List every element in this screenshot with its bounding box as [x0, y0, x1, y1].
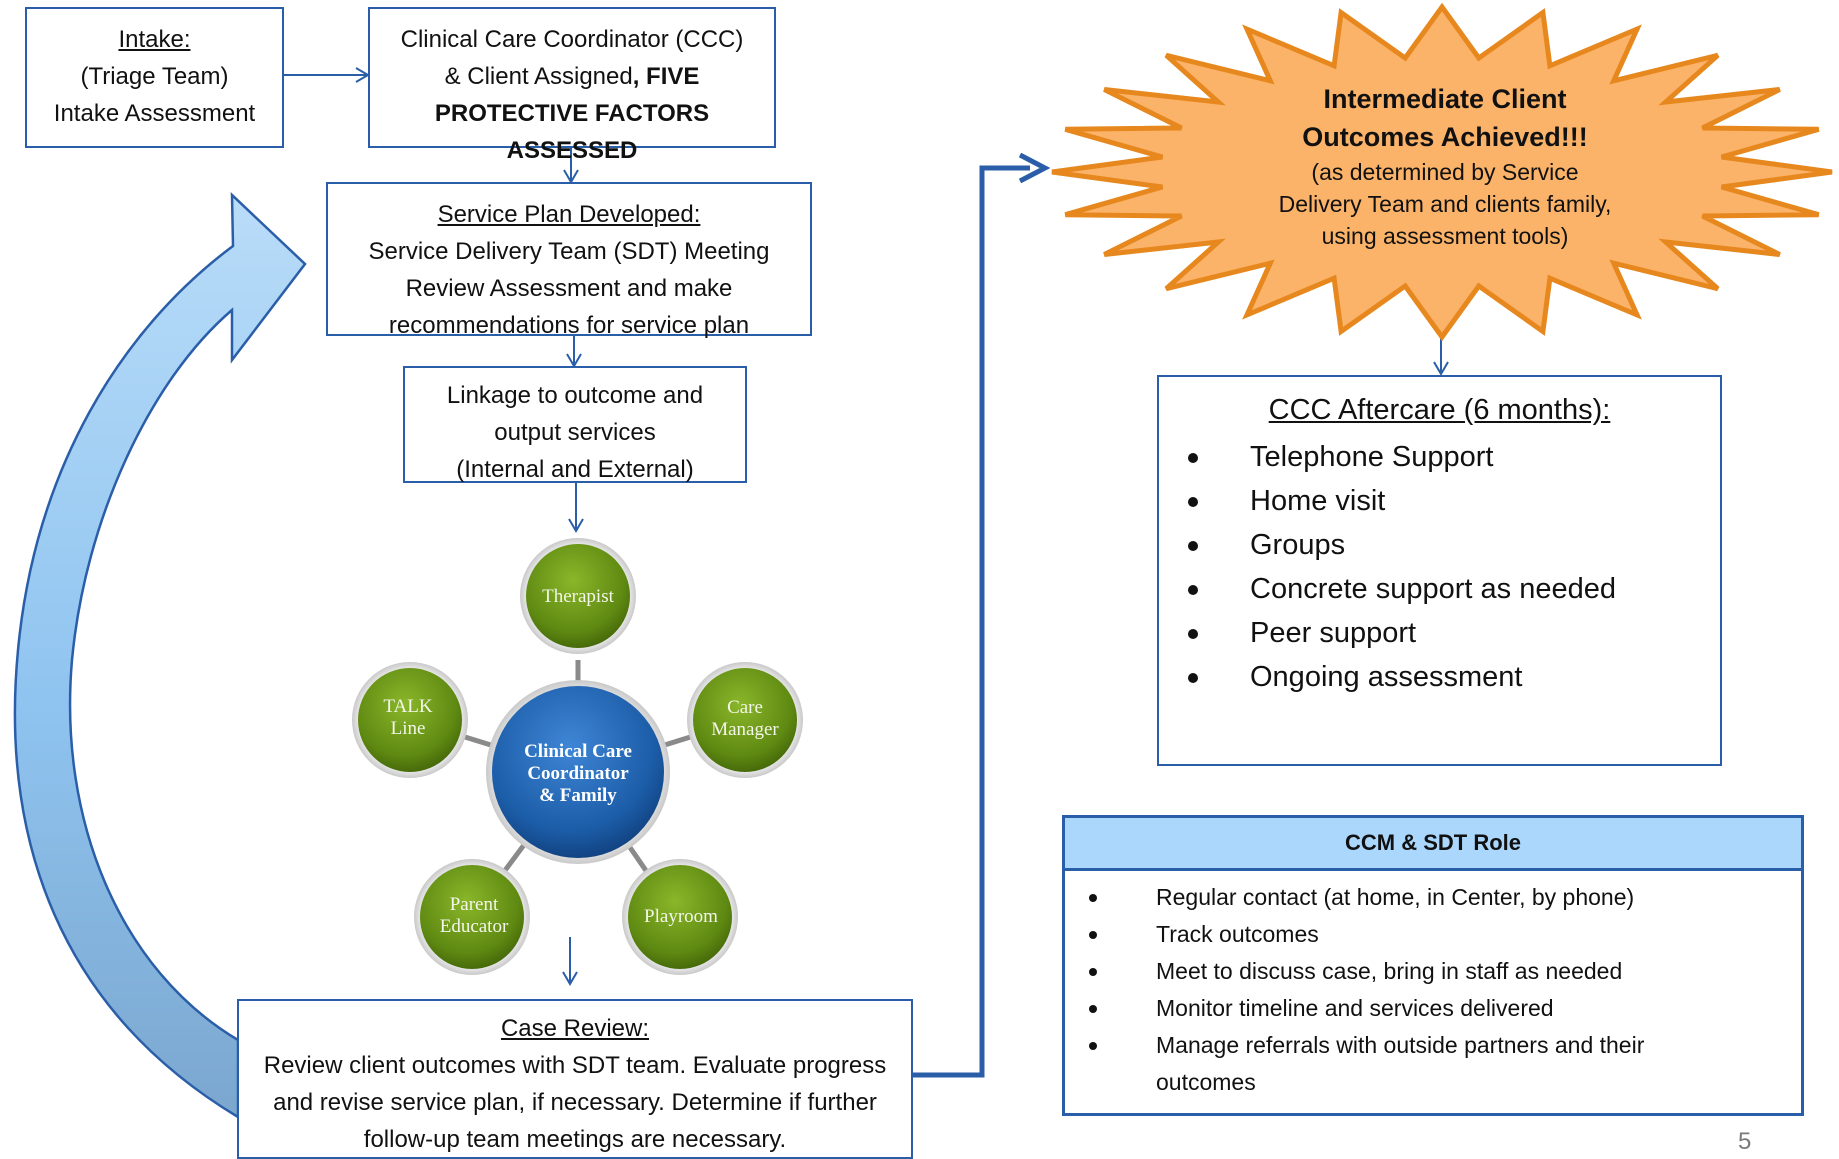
- arrow-intake-to-ccc: [284, 67, 370, 83]
- ccc-line-2: & Client Assigned, FIVE: [444, 63, 700, 90]
- intake-box: Intake: (Triage Team) Intake Assessment: [25, 7, 284, 148]
- role-list: Regular contact (at home, in Center, by …: [1065, 879, 1801, 1101]
- role-item: Monitor timeline and services delivered: [1065, 990, 1801, 1027]
- case-review-line-2: and revise service plan, if necessary. D…: [273, 1089, 877, 1116]
- outcomes-text: Intermediate Client Outcomes Achieved!!!…: [1195, 80, 1695, 252]
- aftercare-list: Telephone Support Home visit Groups Conc…: [1159, 435, 1720, 699]
- arrow-linkage-to-team: [568, 483, 584, 533]
- role-header: CCM & SDT Role: [1065, 818, 1801, 871]
- arrow-review-to-outcomes: [913, 152, 1051, 1078]
- intake-title: Intake:: [118, 26, 191, 53]
- feedback-loop-arrow: [13, 192, 307, 1120]
- service-plan-line-2: Review Assessment and make: [405, 275, 733, 302]
- outcomes-starburst: [1051, 2, 1833, 342]
- outcomes-line-1: (as determined by Service: [1311, 159, 1579, 185]
- outcomes-title-2: Outcomes Achieved!!!: [1302, 122, 1588, 152]
- service-plan-title: Service Plan Developed:: [437, 201, 701, 228]
- role-item: Meet to discuss case, bring in staff as …: [1065, 953, 1801, 990]
- intake-line-2: Intake Assessment: [53, 100, 256, 127]
- linkage-line-1: Linkage to outcome and: [446, 382, 704, 409]
- team-circles: [352, 538, 803, 975]
- aftercare-item: Home visit: [1159, 479, 1720, 523]
- linkage-line-2: output services: [494, 419, 656, 446]
- outcomes-title-1: Intermediate Client: [1323, 84, 1567, 114]
- linkage-line-3: (Internal and External): [456, 456, 694, 483]
- case-review-box: Case Review: Review client outcomes with…: [237, 999, 913, 1159]
- aftercare-item: Peer support: [1159, 611, 1720, 655]
- aftercare-item: Ongoing assessment: [1159, 655, 1720, 699]
- role-item: Track outcomes: [1065, 916, 1801, 953]
- intake-line-1: (Triage Team): [80, 63, 229, 90]
- role-item: Manage referrals with outside partners a…: [1065, 1027, 1801, 1101]
- outcomes-line-3: using assessment tools): [1321, 223, 1569, 249]
- page-number: 5: [1738, 1128, 1752, 1155]
- service-plan-line-1: Service Delivery Team (SDT) Meeting: [368, 238, 770, 265]
- role-item: Regular contact (at home, in Center, by …: [1065, 879, 1801, 916]
- outcomes-line-2: Delivery Team and clients family,: [1278, 191, 1612, 217]
- aftercare-item: Concrete support as needed: [1159, 567, 1720, 611]
- service-plan-box: Service Plan Developed: Service Delivery…: [326, 182, 812, 339]
- aftercare-box: CCC Aftercare (6 months): Telephone Supp…: [1157, 375, 1722, 766]
- aftercare-title: CCC Aftercare (6 months):: [1268, 394, 1611, 426]
- service-plan-line-3: recommendations for service plan: [388, 312, 750, 339]
- ccc-line-3: PROTECTIVE FACTORS ASSESSED: [434, 100, 710, 164]
- aftercare-item: Groups: [1159, 523, 1720, 567]
- ccc-line-1: Clinical Care Coordinator (CCC): [400, 26, 744, 53]
- aftercare-item: Telephone Support: [1159, 435, 1720, 479]
- ccc-assigned-box: Clinical Care Coordinator (CCC) & Client…: [368, 7, 776, 164]
- case-review-title: Case Review:: [500, 1015, 650, 1042]
- role-box: CCM & SDT Role Regular contact (at home,…: [1062, 815, 1804, 1116]
- case-review-line-1: Review client outcomes with SDT team. Ev…: [263, 1052, 887, 1079]
- linkage-box: Linkage to outcome and output services (…: [403, 366, 747, 483]
- case-review-line-3: follow-up team meetings are necessary.: [363, 1126, 787, 1153]
- arrow-team-to-review: [562, 937, 578, 986]
